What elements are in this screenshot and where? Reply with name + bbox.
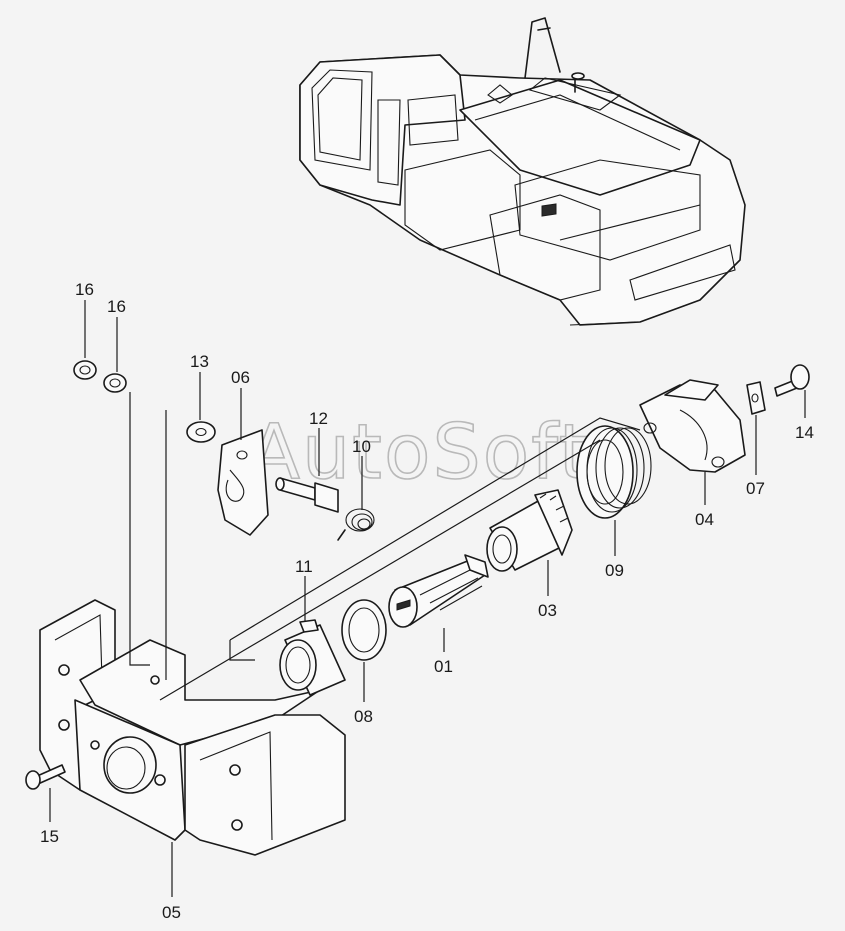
shaft-01 — [388, 554, 489, 628]
excavator-illustration — [299, 17, 746, 326]
callout-15: 15 — [40, 827, 59, 846]
callout-labels: 16 16 13 06 12 10 11 08 01 03 09 04 07 1… — [40, 280, 814, 922]
bushing-11 — [279, 619, 346, 696]
coil-spring-09 — [576, 425, 652, 519]
ring-08 — [341, 599, 387, 661]
leader-lines — [49, 300, 806, 897]
callout-03: 03 — [538, 601, 557, 620]
callout-04: 04 — [695, 510, 714, 529]
callout-01: 01 — [434, 657, 453, 676]
sleeve-03 — [486, 489, 573, 572]
washer-13 — [186, 421, 216, 443]
callout-16b: 16 — [107, 297, 126, 316]
callout-13: 13 — [190, 352, 209, 371]
screw-14 — [774, 364, 810, 397]
callout-16a: 16 — [75, 280, 94, 299]
spring-10 — [337, 508, 375, 541]
screw-15 — [25, 764, 66, 790]
callout-06: 06 — [231, 368, 250, 387]
nut-16b — [103, 373, 127, 393]
callout-14: 14 — [795, 423, 814, 442]
clamp-04 — [639, 379, 746, 473]
callout-08: 08 — [354, 707, 373, 726]
bolt-12 — [275, 477, 339, 513]
mounting-bracket — [39, 599, 346, 856]
callout-12: 12 — [309, 409, 328, 428]
watermark-text: AutoSoft — [248, 407, 590, 496]
callout-11: 11 — [295, 557, 313, 576]
cam-plate-06 — [217, 429, 269, 536]
callout-10: 10 — [352, 437, 371, 456]
callout-07: 07 — [746, 479, 765, 498]
callout-05: 05 — [162, 903, 181, 922]
callout-09: 09 — [605, 561, 624, 580]
nut-16a — [73, 360, 97, 380]
clip-07 — [746, 381, 766, 415]
